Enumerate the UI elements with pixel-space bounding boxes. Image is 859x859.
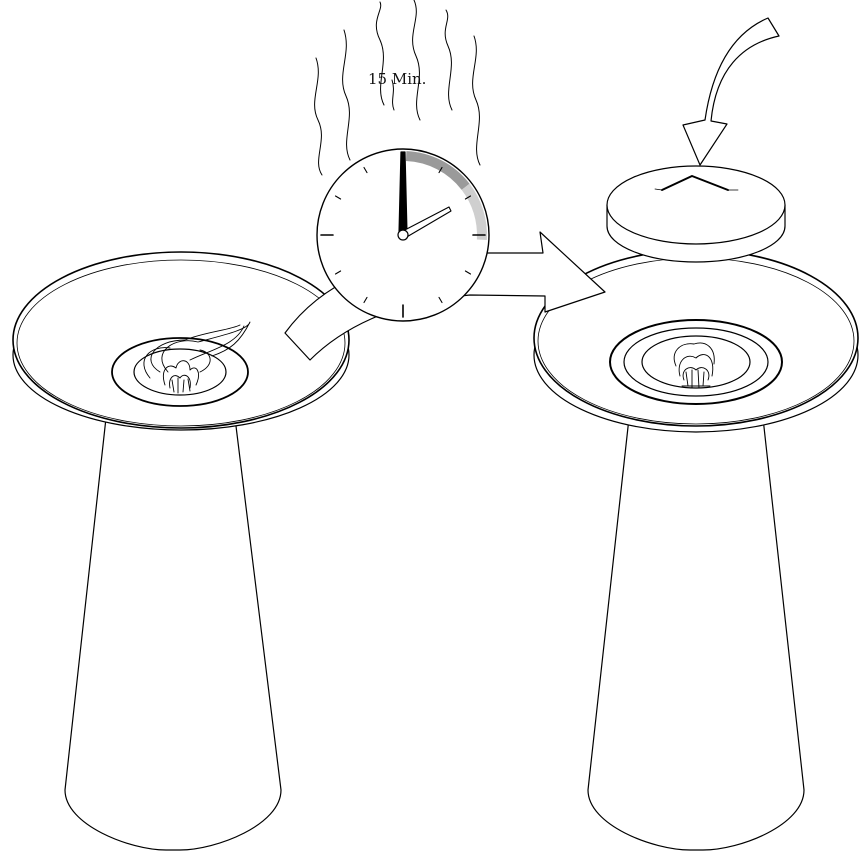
- left-burner-inner: [133, 348, 227, 396]
- heat-waves: [314, 0, 481, 176]
- clock-tick: [464, 195, 472, 200]
- clock-tick: [438, 166, 443, 174]
- snuffer-lid-top: [606, 165, 786, 245]
- fire-icon: [143, 321, 251, 394]
- right-burner-inner: [641, 335, 751, 389]
- snuffer-lid-handle: [661, 175, 729, 191]
- clock-tick: [464, 270, 472, 275]
- timer-clock-icon: [316, 148, 490, 322]
- clock-tick: [334, 270, 342, 275]
- right-burner-mid: [623, 327, 769, 397]
- clock-minute-hand: [398, 151, 408, 234]
- right-fire-bowl-stand: [533, 249, 859, 851]
- right-pedestal: [587, 417, 805, 851]
- clock-ticks: [320, 166, 486, 318]
- extinguished-fuel-icon: [673, 342, 715, 389]
- left-bowl-rim-inner: [16, 259, 346, 427]
- timer-label-box: 15 Min.: [368, 70, 426, 88]
- clock-tick: [334, 195, 342, 200]
- clock-tick: [363, 296, 368, 304]
- right-burner-outer: [609, 319, 783, 405]
- clock-tick: [438, 296, 443, 304]
- timer-label: 15 Min.: [368, 70, 426, 88]
- down-arrow-icon: [682, 17, 780, 166]
- timer-elapsed-band-dark: [405, 151, 470, 190]
- left-burner-outer: [111, 337, 249, 407]
- left-pedestal: [64, 417, 282, 851]
- snuffer-lid: [606, 165, 786, 263]
- clock-tick: [363, 166, 368, 174]
- left-fire-bowl-stand: [12, 251, 350, 851]
- clock-hub: [397, 229, 409, 241]
